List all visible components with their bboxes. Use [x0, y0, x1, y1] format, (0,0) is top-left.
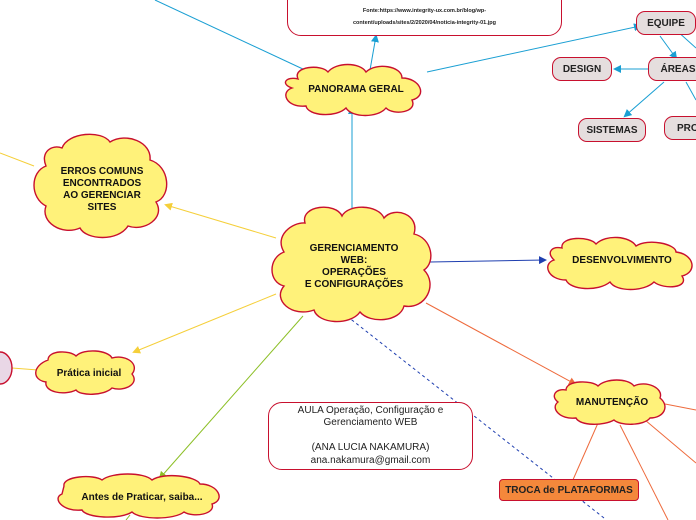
edge-manutencao-right1	[659, 402, 696, 411]
edge-central-antes	[158, 315, 304, 480]
equipe-node[interactable]: EQUIPE	[636, 11, 696, 35]
panorama-cloud	[284, 63, 422, 117]
fonte-line-2: content/uploads/sites/2/2020/04/noticia-…	[352, 19, 497, 26]
antes-cloud	[57, 473, 220, 519]
edge-central-pratica	[132, 293, 277, 354]
erros-cloud	[33, 133, 168, 239]
edge-central-erros	[164, 202, 277, 239]
edge-areas-sistemas	[623, 81, 665, 118]
edge-panorama-offscreen	[154, 0, 306, 71]
fonte-line-1: Fonte:https://www.integrity-ux.com.br/bl…	[362, 7, 487, 14]
pratica-cloud	[35, 350, 135, 395]
edge-panorama-equipe	[426, 23, 642, 73]
edge-manutencao-troca	[571, 422, 599, 483]
edge-erros-offscreen	[0, 152, 35, 167]
desenvolvimento-cloud	[547, 236, 693, 291]
manutencao-cloud	[553, 379, 666, 425]
edge-areas-pro	[685, 81, 696, 101]
edge-manutencao-down	[619, 424, 669, 520]
aula-info-box: AULA Operação, Configuração e Gerenciame…	[268, 402, 473, 470]
edge-manutencao-right2	[644, 419, 696, 464]
design-node[interactable]: DESIGN	[552, 57, 612, 81]
edge-central-manutencao	[425, 302, 577, 385]
edge-central-desenvolvimento	[429, 256, 547, 265]
purple-partial-node	[0, 351, 13, 385]
cloud-shapes	[33, 63, 693, 519]
edge-panorama-fonte	[369, 34, 379, 71]
sistemas-node[interactable]: SISTEMAS	[578, 118, 646, 142]
edge-antes-offscreen	[125, 514, 131, 520]
edge-pratica-purple	[11, 367, 39, 371]
troca-plataformas-node[interactable]: TROCA de PLATAFORMAS	[499, 479, 639, 501]
edge-equipe-areas	[659, 35, 678, 60]
pro-node[interactable]: PRO	[664, 116, 696, 140]
central-cloud	[271, 206, 432, 323]
fonte-source-box: Fonte:https://www.integrity-ux.com.br/bl…	[287, 0, 562, 36]
areas-node[interactable]: ÁREAS	[648, 57, 696, 81]
